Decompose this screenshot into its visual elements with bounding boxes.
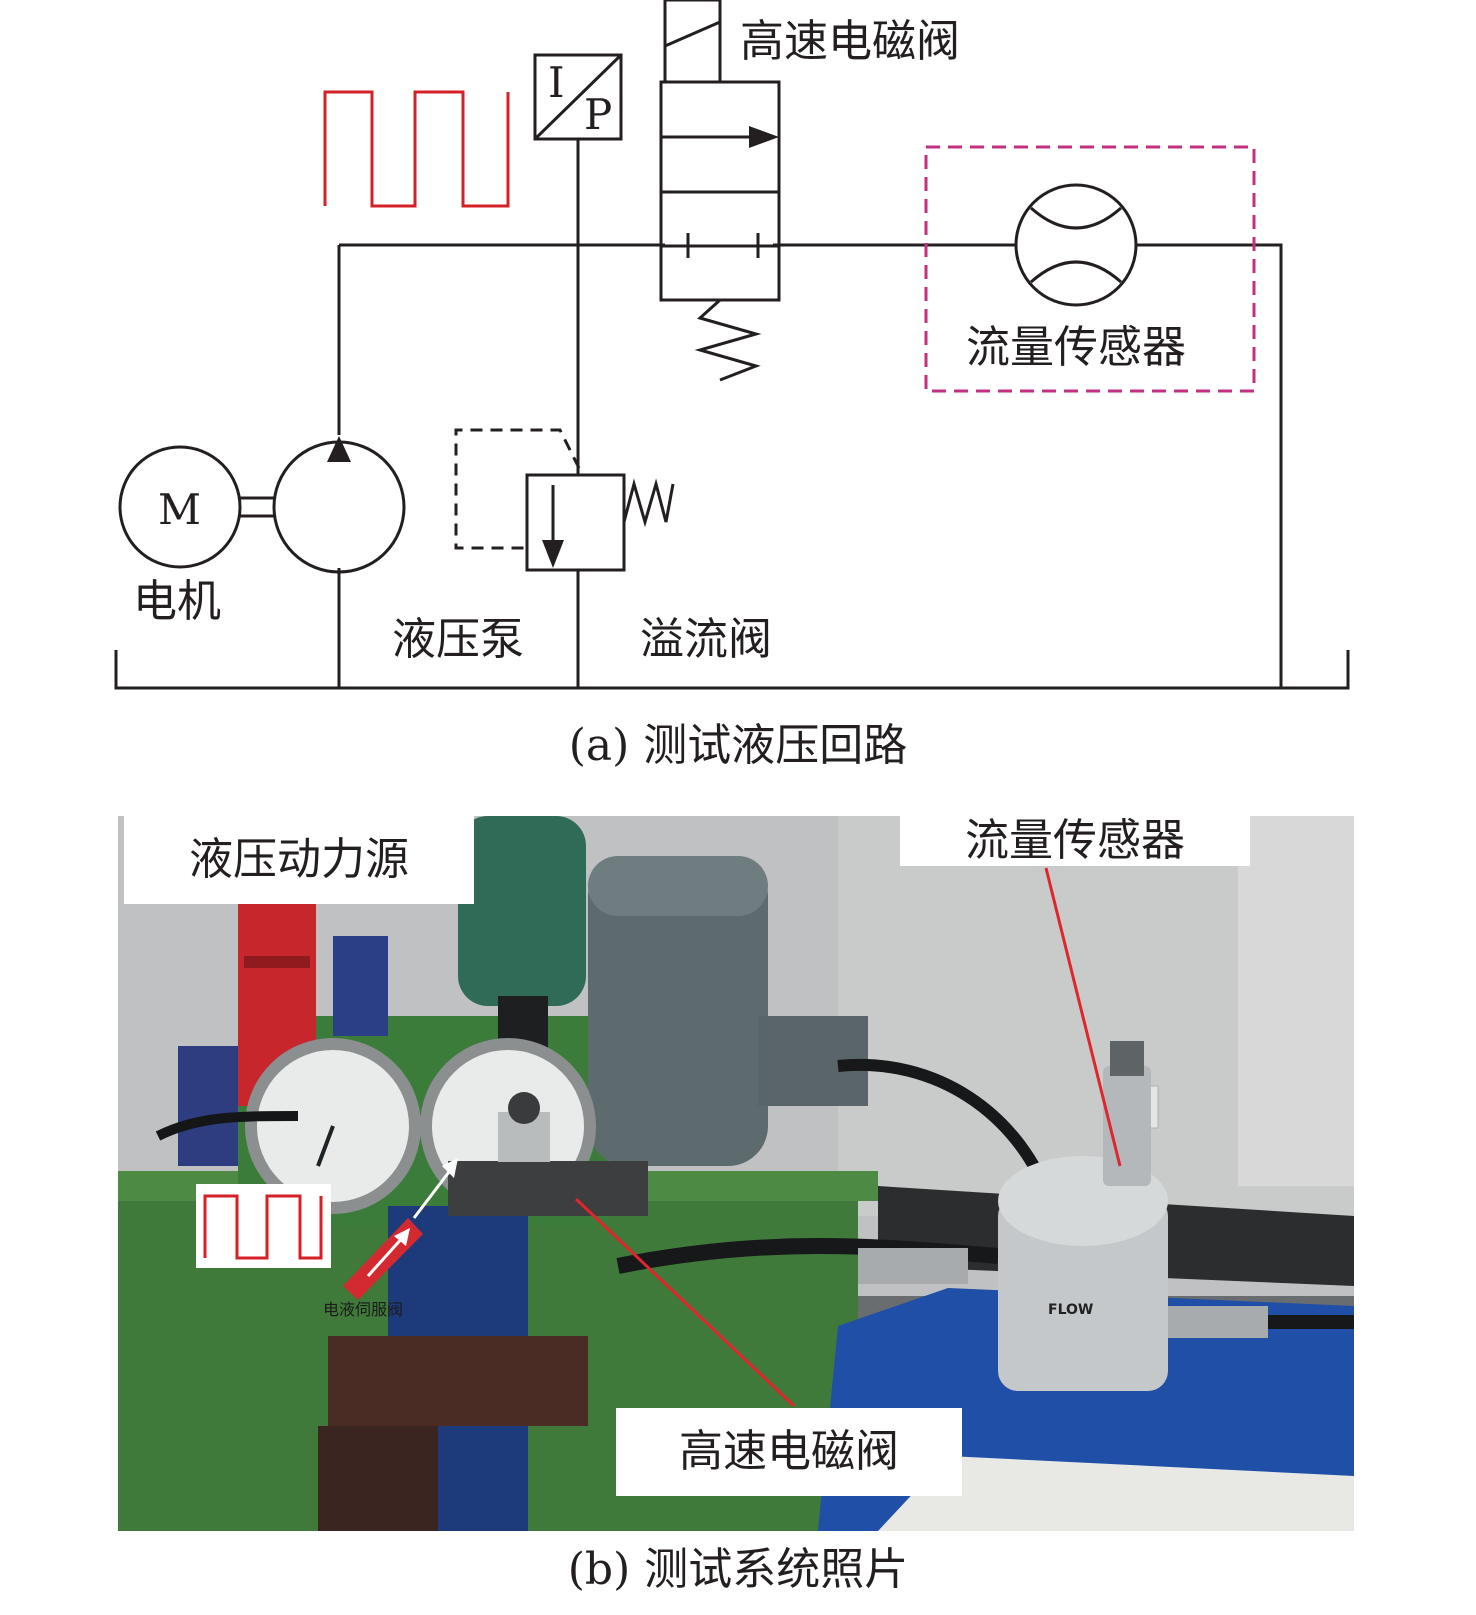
photo-annotations [366,867,1122,1408]
flow-sensor-photo [998,1196,1168,1391]
flow-sensor-leader [1044,867,1122,1167]
solenoid-valve-spring [694,298,762,382]
hydraulic-circuit-diagram [114,0,1350,690]
solenoid-coil-diagonal [664,20,721,48]
relief-valve-box [525,473,626,572]
panel-text: 电液伺服阀 [323,1300,404,1319]
circuit-caption: (a) 测试液压回路 [568,720,908,771]
flow-sensor-arc-top [1030,206,1122,230]
flow-sensor-photo-label: 流量传感器 [900,816,1250,866]
relief-valve-spring [622,478,675,528]
ip-input-label: I [548,58,565,107]
solenoid-valve-label: 高速电磁阀 [740,16,960,67]
flow-sensor-label: 流量传感器 [966,322,1186,373]
ip-output-label: P [584,90,613,139]
relief-valve-label: 溢流阀 [640,614,772,665]
solenoid-valve-photo-label: 高速电磁阀 [616,1408,962,1496]
photo-caption: (b) 测试系统照片 [567,1544,909,1595]
solenoid-valve-photo [448,1161,648,1216]
power-source-label: 液压动力源 [124,816,474,904]
solenoid-valve-arrowhead [749,126,779,148]
pwm-inset-wave [203,1194,323,1260]
flow-sensor-circle [1014,183,1138,307]
relief-valve-pilot-dashed [454,428,581,550]
motor-symbol-label: M [158,485,202,534]
pump-label: 液压泵 [392,614,524,665]
flow-marking: FLOW [1048,1302,1094,1318]
signal-arrow-lower [366,1234,406,1278]
accumulator [458,816,586,1006]
electric-motor [588,856,768,1166]
flow-sensor-dashed-box [924,145,1256,393]
relief-valve-arrowhead [542,540,564,568]
flow-sensor-arc-bottom [1030,260,1122,284]
signal-arrow-upper [412,1167,454,1219]
return-line [1136,243,1283,688]
pump-direction-triangle [327,436,351,462]
pwm-signal-wave [323,90,510,208]
motor-circle [118,445,242,569]
test-system-photo: 电液伺服阀 FLOW 液压动力源 流量传感器 高速电磁阀 [118,816,1354,1531]
ip-diagonal [533,53,623,141]
solenoid-valve-leader [574,1197,796,1408]
pwm-signal-inset [196,1184,331,1268]
tank-line [114,650,1350,690]
motor-label: 电机 [133,576,221,627]
